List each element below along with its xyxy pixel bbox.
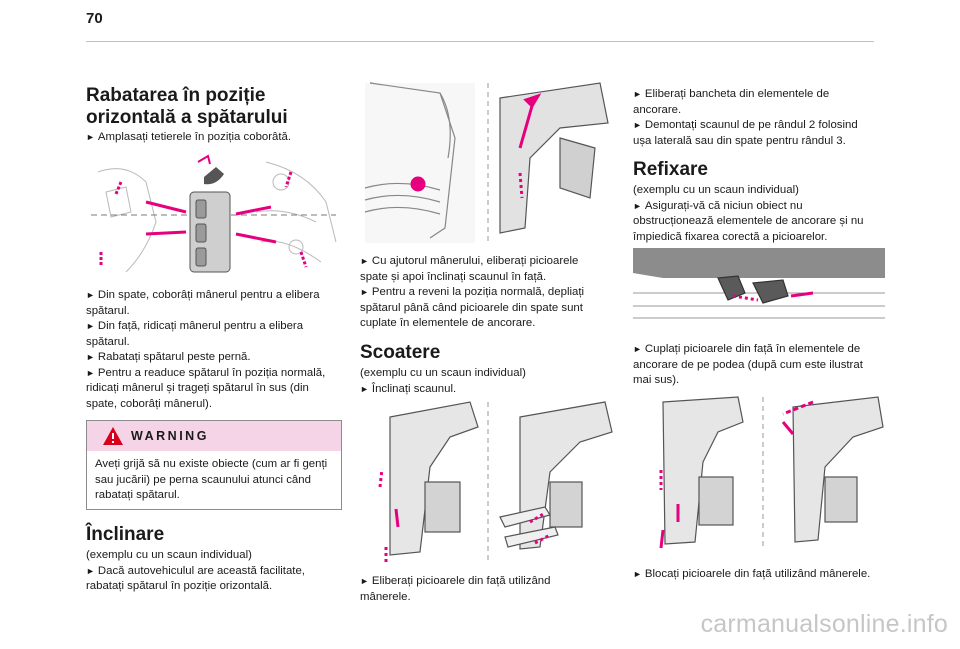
arrow-bullet-icon: ►: [86, 565, 95, 576]
arrow-bullet-icon: ►: [633, 200, 642, 211]
refit-line: Asigurați-vă că niciun obiect nu: [644, 199, 803, 212]
tilt-text: (exemplu cu un scaun individual) ►Dacă a…: [86, 548, 344, 595]
removal-line: (exemplu cu un scaun individual): [360, 367, 526, 379]
steps-list: ►Din spate, coborâți mânerul pentru a el…: [86, 288, 344, 412]
step-text: ancorare.: [633, 103, 682, 116]
figure-seat-tilting: [360, 78, 612, 246]
warning-header: WARNING: [87, 421, 341, 451]
section-title-refit: Refixare: [633, 159, 708, 180]
arrow-bullet-icon: ►: [360, 256, 369, 266]
arrow-bullet-icon: ►: [633, 89, 642, 99]
lock-front-legs: ►Blocați picioarele din față utilizând m…: [633, 567, 893, 583]
warning-box: WARNING Aveți grijă să nu existe obiecte…: [86, 420, 342, 510]
tilt-line: rabatați spătarul în poziție orizontală.: [86, 580, 273, 592]
step-text: Blocați picioarele din față utilizând mâ…: [644, 568, 871, 580]
warning-text: Aveți grijă să nu existe obiecte (cum ar…: [95, 457, 335, 504]
refit-line: împiedică fixarea corectă a picioarelor.: [633, 230, 828, 243]
figure-seat-refit: [633, 392, 885, 552]
step-text: Pentru a readuce spătarul în poziția nor…: [97, 366, 326, 379]
hook-front-legs: ►Cuplați picioarele din față în elemente…: [633, 342, 881, 389]
step-text: Din față, ridicați mânerul pentru a elib…: [97, 320, 304, 332]
arrow-bullet-icon: ►: [86, 352, 95, 362]
warning-title: WARNING: [131, 429, 209, 443]
title-line-1: Rabatarea în poziție: [86, 85, 266, 106]
tilt-line: Dacă autovehiculul are această facilitat…: [97, 564, 305, 577]
removal-text: (exemplu cu un scaun individual) ►Înclin…: [360, 366, 616, 397]
step-text: mai sus).: [633, 374, 680, 386]
section-title-tilt: Înclinare: [86, 524, 165, 545]
warning-line: Aveți grijă să nu existe obiecte (cum ar…: [95, 458, 328, 470]
figure-seat-removal: [360, 397, 614, 565]
intro-step: ►Amplasați tetierele în poziția coborâtă…: [86, 130, 344, 146]
step-text: Pentru a reveni la poziția normală, depl…: [371, 286, 585, 298]
unhook-steps: ►Eliberați bancheta din elementele de an…: [633, 87, 881, 149]
warning-line: rabatați spătarul.: [95, 489, 180, 501]
release-front-legs: ►Eliberați picioarele din față utilizând…: [360, 574, 616, 605]
refit-line: (exemplu cu un scaun individual): [633, 184, 799, 196]
arrow-bullet-icon: ►: [360, 576, 369, 586]
figure-anchorage: [633, 248, 885, 330]
step-text: Eliberați picioarele din față utilizând: [371, 575, 551, 587]
arrow-bullet-icon: ►: [86, 367, 95, 378]
step-text: Cu ajutorul mânerului, eliberați picioar…: [371, 255, 579, 267]
warning-triangle-icon: [103, 427, 123, 445]
step-text: cuplate în elementele de ancorare.: [360, 317, 536, 329]
arrow-bullet-icon: ►: [633, 569, 642, 579]
step-text: spătarul.: [86, 335, 130, 348]
refit-text: (exemplu cu un scaun individual) ►Asigur…: [633, 183, 881, 245]
arrow-bullet-icon: ►: [633, 120, 642, 130]
step-text: Amplasați tetierele în poziția coborâtă.: [97, 131, 292, 143]
figure-seat-folding: [86, 152, 342, 278]
release-steps: ►Cu ajutorul mânerului, eliberați picioa…: [360, 254, 616, 332]
header-divider: [86, 41, 874, 42]
title-line-2: orizontală a spătarului: [86, 107, 288, 128]
page-number: 70: [86, 10, 103, 27]
step-text: spate și apoi înclinați scaunul în față.: [360, 270, 547, 283]
step-text: ancorare de pe podea (după cum este ilus…: [633, 358, 863, 371]
step-text: Cuplați picioarele din față în elementel…: [644, 343, 861, 355]
step-text: spătarul până când picioarele din spate …: [360, 301, 583, 314]
step-text: ușa laterală sau din spate pentru rândul…: [633, 134, 846, 147]
arrow-bullet-icon: ►: [360, 287, 369, 297]
warning-line: sau jucării) pe perna scaunului atunci c…: [95, 473, 311, 486]
arrow-bullet-icon: ►: [633, 344, 642, 354]
step-text: Eliberați bancheta din elementele de: [644, 88, 830, 100]
arrow-bullet-icon: ►: [360, 383, 369, 394]
step-text: Rabatați spătarul peste pernă.: [97, 351, 251, 363]
step-text: spate, coborâți mânerul).: [86, 397, 212, 410]
arrow-bullet-icon: ►: [86, 132, 95, 142]
step-text: Demontați scaunul de pe rândul 2 folosin…: [644, 119, 858, 131]
removal-line: Înclinați scaunul.: [371, 382, 457, 395]
step-text: Din spate, coborâți mânerul pentru a eli…: [97, 289, 320, 301]
refit-line: obstrucționează elementele de ancorare ș…: [633, 215, 864, 227]
step-text: mânerele.: [360, 590, 411, 603]
arrow-bullet-icon: ►: [86, 290, 95, 300]
step-text: ridicați mânerul și trageți spătarul în …: [86, 382, 309, 394]
watermark: carmanualsonline.info: [700, 610, 948, 638]
section-title-folding: Rabatarea în poziție orizontală a spătar…: [86, 85, 288, 129]
section-title-removal: Scoatere: [360, 342, 441, 363]
step-text: spătarul.: [86, 304, 130, 317]
arrow-bullet-icon: ►: [86, 321, 95, 331]
tilt-line: (exemplu cu un scaun individual): [86, 549, 252, 561]
